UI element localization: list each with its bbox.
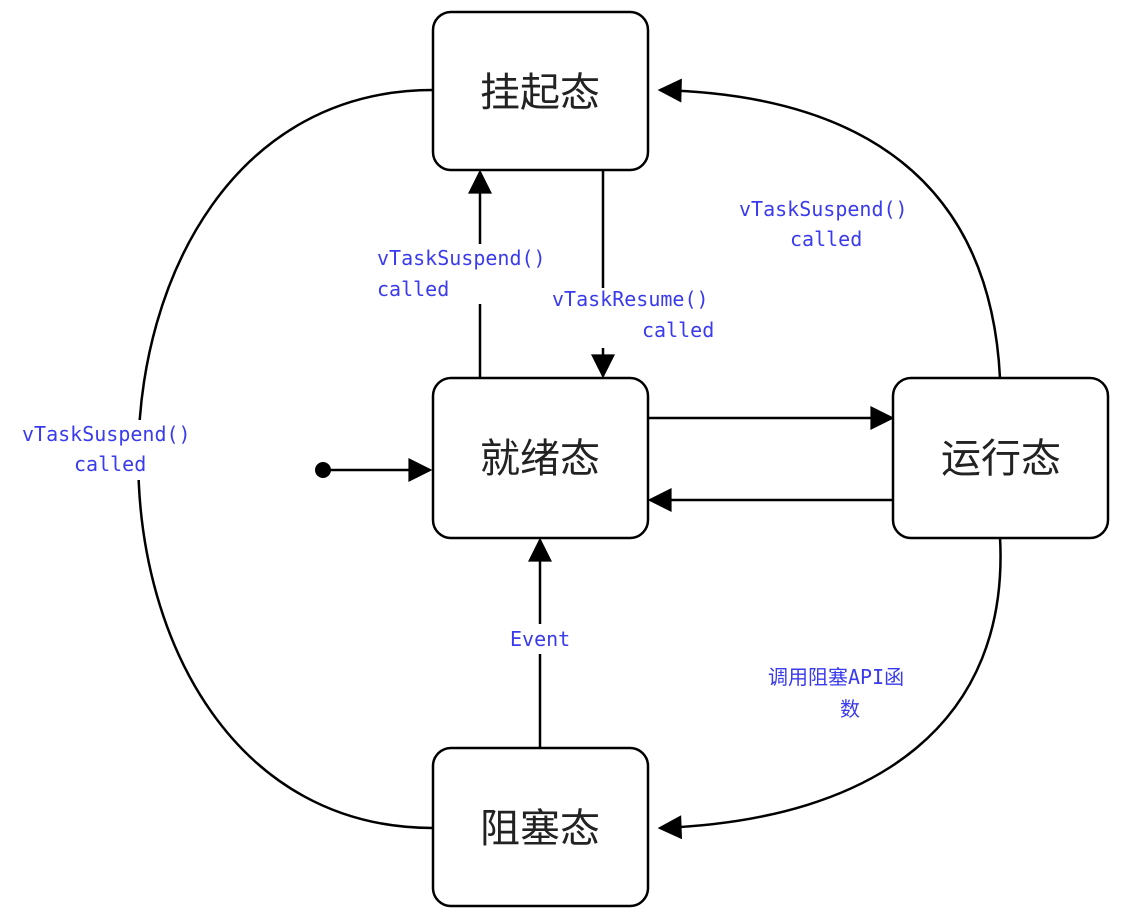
label-ready-to-suspended-line2: called <box>377 277 449 301</box>
label-blocked-to-suspended-line2: called <box>74 452 146 476</box>
label-running-to-blocked-line1: 调用阻塞API函 <box>768 665 904 689</box>
label-blocked-to-suspended-line1: vTaskSuspend() <box>22 422 191 446</box>
label-running-to-suspended-line1: vTaskSuspend() <box>739 197 908 221</box>
edge-running-to-blocked <box>657 536 1002 840</box>
state-blocked: 阻塞态 <box>431 746 650 908</box>
label-running-to-blocked: 调用阻塞API函 数 <box>764 662 940 724</box>
label-ready-to-suspended: vTaskSuspend() called <box>372 244 562 304</box>
label-running-to-suspended: vTaskSuspend() called <box>734 195 924 255</box>
label-blocked-to-ready: Event <box>505 624 577 654</box>
label-suspended-to-ready-line2: called <box>642 318 714 342</box>
state-blocked-label: 阻塞态 <box>480 806 600 852</box>
label-suspended-to-ready: vTaskResume() called <box>548 287 728 348</box>
label-blocked-to-suspended: vTaskSuspend() called <box>18 420 210 480</box>
state-suspended-label: 挂起态 <box>480 70 600 116</box>
label-running-to-suspended-line2: called <box>790 227 862 251</box>
label-ready-to-suspended-line1: vTaskSuspend() <box>377 246 546 270</box>
state-ready: 就绪态 <box>431 376 650 540</box>
label-suspended-to-ready-line1: vTaskResume() <box>552 287 709 311</box>
state-ready-label: 就绪态 <box>480 436 600 482</box>
label-blocked-to-ready-line1: Event <box>510 627 570 651</box>
state-suspended: 挂起态 <box>431 10 650 172</box>
label-running-to-blocked-line2: 数 <box>840 697 860 721</box>
state-running: 运行态 <box>891 376 1110 540</box>
state-running-label: 运行态 <box>941 436 1061 482</box>
edge-running-to-suspended <box>657 78 1002 379</box>
